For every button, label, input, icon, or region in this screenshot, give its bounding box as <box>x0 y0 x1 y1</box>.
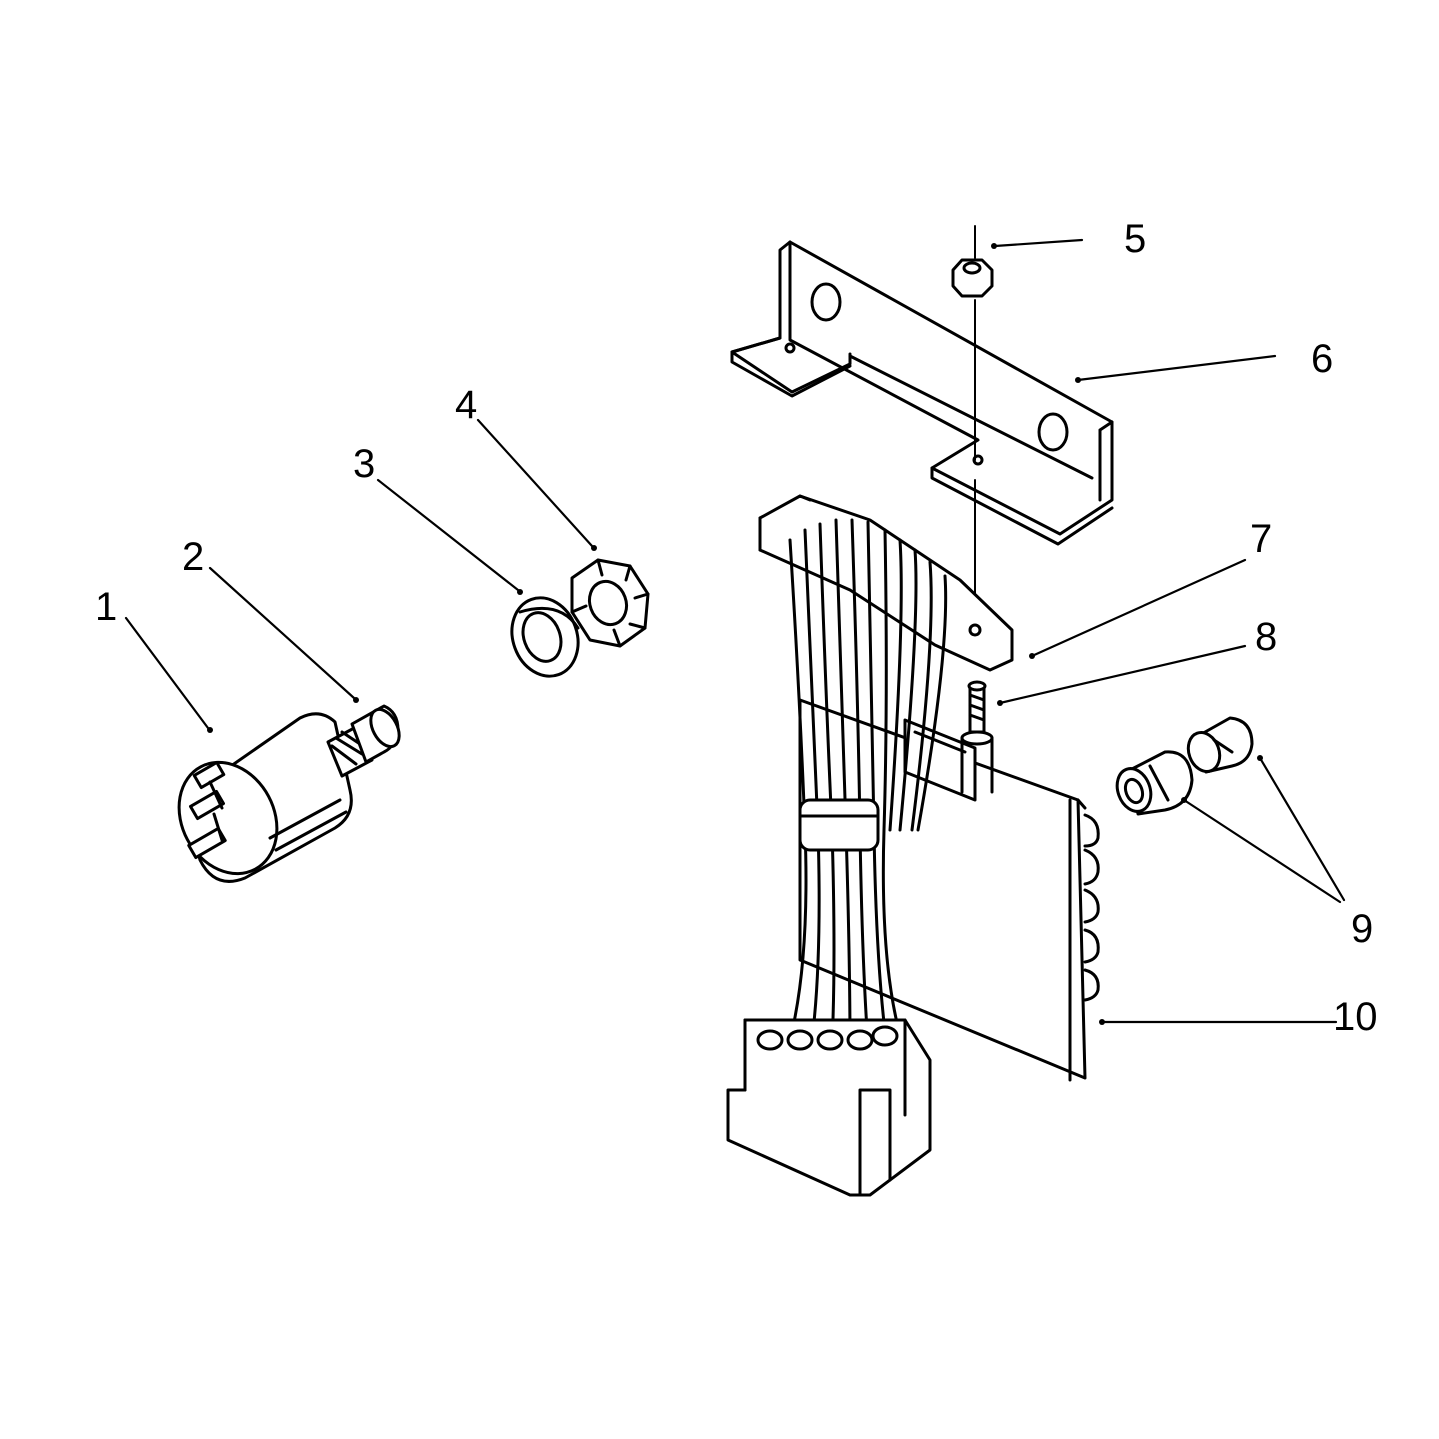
leader-lines <box>124 238 1346 1025</box>
callout-7: 7 <box>1250 517 1272 561</box>
screw-part <box>960 680 994 794</box>
callout-3: 3 <box>353 442 375 486</box>
leader-line-9a <box>1182 798 1342 904</box>
washer-part <box>510 596 580 678</box>
callout-labels: 1 2 3 4 5 6 7 8 9 10 <box>95 217 1378 1039</box>
leader-line-5 <box>993 238 1084 248</box>
leader-line-1 <box>124 616 210 730</box>
plug-parts <box>1115 716 1254 816</box>
leader-line-4 <box>476 418 594 548</box>
callout-1: 1 <box>95 585 117 629</box>
small-nut-part <box>951 258 994 298</box>
leader-line-3 <box>376 478 520 592</box>
leader-line-7 <box>1030 558 1247 658</box>
bracket-part <box>730 240 1114 546</box>
callout-6: 6 <box>1311 337 1333 381</box>
leader-line-6 <box>1076 354 1277 382</box>
callout-2: 2 <box>182 535 204 579</box>
hex-nut-part <box>570 558 650 648</box>
module-board-part <box>798 698 1100 1082</box>
callout-8: 8 <box>1255 615 1277 659</box>
callout-10: 10 <box>1333 995 1378 1039</box>
callout-9: 9 <box>1351 907 1373 951</box>
wire-harness-part <box>726 494 1014 1197</box>
switch-part <box>177 704 401 883</box>
callout-4: 4 <box>455 383 477 427</box>
leader-line-9b <box>1258 756 1346 902</box>
leader-line-8 <box>998 644 1247 705</box>
leader-line-2 <box>208 566 356 700</box>
callout-5: 5 <box>1124 217 1146 261</box>
